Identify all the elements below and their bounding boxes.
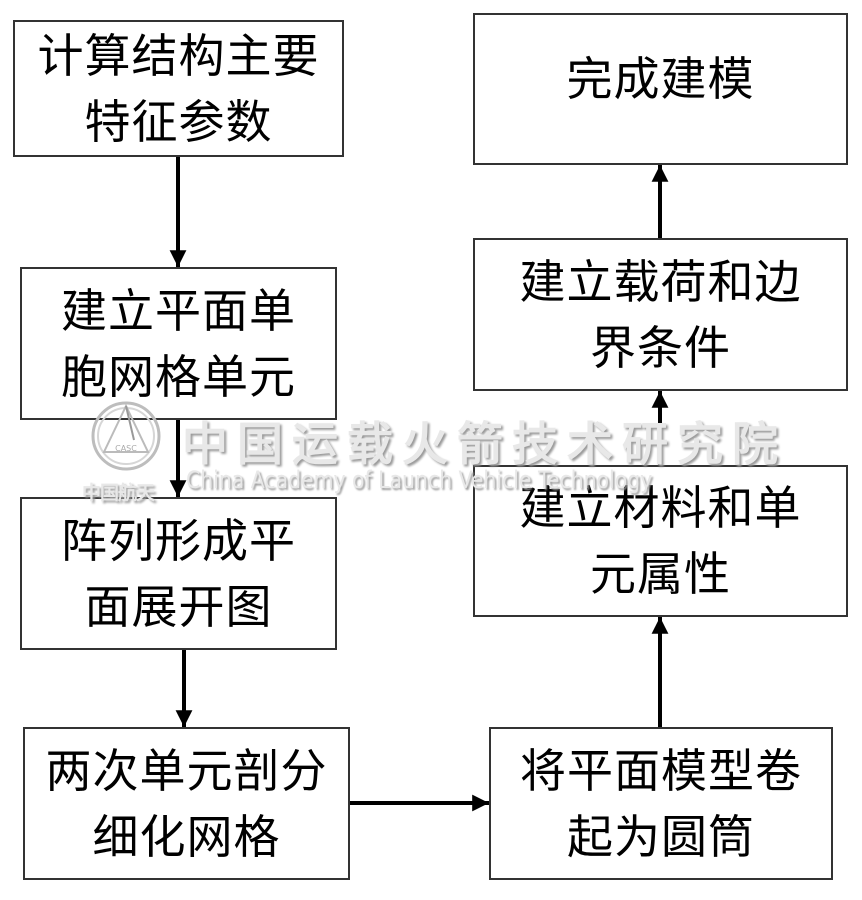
node-refine-mesh: 两次单元剖分 细化网格 [23,727,350,880]
node-material-properties: 建立材料和单 元属性 [473,465,848,617]
node-complete-modeling: 完成建模 [473,13,848,165]
node-compute-parameters: 计算结构主要 特征参数 [13,20,344,157]
node-label: 阵列形成平 面展开图 [61,513,296,634]
node-label: 两次单元剖分 细化网格 [45,743,328,864]
node-roll-into-cylinder: 将平面模型卷 起为圆筒 [489,727,833,880]
node-label: 计算结构主要 特征参数 [37,28,320,149]
node-label: 将平面模型卷 起为圆筒 [520,743,802,864]
logo-text: CASC [115,444,137,453]
node-build-unit-cell-mesh: 建立平面单 胞网格单元 [20,267,337,420]
node-label: 建立材料和单 元属性 [519,481,802,601]
node-array-planar-layout: 阵列形成平 面展开图 [20,497,337,650]
node-label: 建立载荷和边 界条件 [519,254,802,375]
node-label: 完成建模 [566,52,755,106]
node-loads-boundary: 建立载荷和边 界条件 [473,238,848,391]
node-label: 建立平面单 胞网格单元 [61,283,296,404]
